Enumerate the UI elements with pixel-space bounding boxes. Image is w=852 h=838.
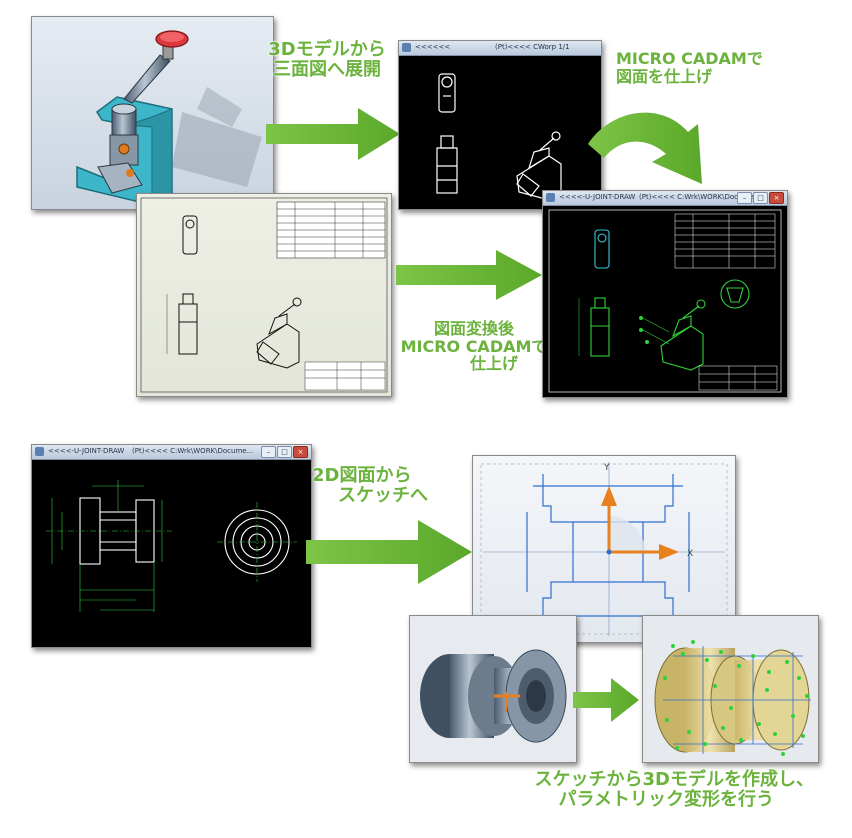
close-icon[interactable]: × — [293, 446, 308, 458]
arrow-right-to-three-view — [266, 108, 400, 160]
caption-create-3d-parametric: スケッチから3Dモデルを作成し、 パラメトリック変形を行う — [534, 769, 814, 810]
app-icon — [35, 447, 44, 456]
curved-arrow-down-to-finished — [588, 112, 702, 184]
window-controls[interactable]: – □ × — [737, 192, 784, 204]
parametric-3d-model — [642, 615, 819, 763]
clamp-3d-model-render — [31, 16, 274, 210]
converted-paper-drawing — [136, 193, 392, 397]
arrow-right-to-finished — [396, 250, 542, 300]
close-icon[interactable]: × — [769, 192, 784, 204]
finished-micro-cadam-window: <<<<-U-JOINT-DRAW (Pt)<<<< C:Wrk\WORK\Do… — [542, 190, 788, 398]
maximize-icon[interactable]: □ — [277, 446, 292, 458]
caption-after-conversion: 図面変換後 MICRO CADAMで 仕上げ — [400, 319, 548, 374]
y-axis-label: Y — [603, 463, 610, 473]
three-view-cad-window: <<<<<< (Pt)<<<< CWorp 1/1 — [398, 40, 602, 210]
minimize-icon[interactable]: – — [737, 192, 752, 204]
window-titlebar: <<<<<< (Pt)<<<< CWorp 1/1 — [399, 41, 601, 56]
window-title: <<<<-U-JOINT-DRAW — [559, 193, 636, 201]
minimize-icon[interactable]: – — [261, 446, 276, 458]
window-controls[interactable]: – □ × — [261, 446, 308, 458]
window-titlebar: <<<<-U-JOINT-DRAW (Pt)<<<< C:Wrk\WORK\Do… — [543, 191, 787, 206]
caption-3d-to-three-view: 3Dモデルから 三面図へ展開 — [268, 39, 386, 80]
window-title: <<<<-U-JOINT-DRAW — [48, 447, 125, 455]
caption-finish-with-micro-cadam: MICRO CADAMで 図面を仕上げ — [616, 49, 763, 86]
arrow-right-to-parametric — [573, 678, 639, 722]
window-path: (Pt)<<<< CWorp 1/1 — [495, 43, 570, 51]
sketch-view: Y X — [472, 455, 736, 643]
window-path: (Pt)<<<< C:Wrk\WORK\Docume... — [132, 447, 254, 455]
3d-part-render — [409, 615, 577, 763]
window-titlebar: <<<<-U-JOINT-DRAW (Pt)<<<< C:Wrk\WORK\Do… — [32, 445, 311, 460]
u-joint-2d-window: <<<<-U-JOINT-DRAW (Pt)<<<< C:Wrk\WORK\Do… — [31, 444, 312, 648]
maximize-icon[interactable]: □ — [753, 192, 768, 204]
u-joint-2d-drawing — [46, 480, 297, 612]
arrow-right-to-sketch — [306, 520, 472, 584]
window-title: <<<<<< — [415, 43, 451, 51]
app-icon — [402, 43, 411, 52]
app-icon — [546, 193, 555, 202]
x-axis-label: X — [687, 549, 693, 559]
finished-drawing — [548, 209, 782, 393]
window-path: (Pt)<<<< C:Wrk\WORK\Docume... — [639, 193, 761, 201]
three-view-drawing — [436, 73, 562, 201]
caption-2d-to-sketch: 2D図面から スケッチへ — [312, 465, 428, 506]
